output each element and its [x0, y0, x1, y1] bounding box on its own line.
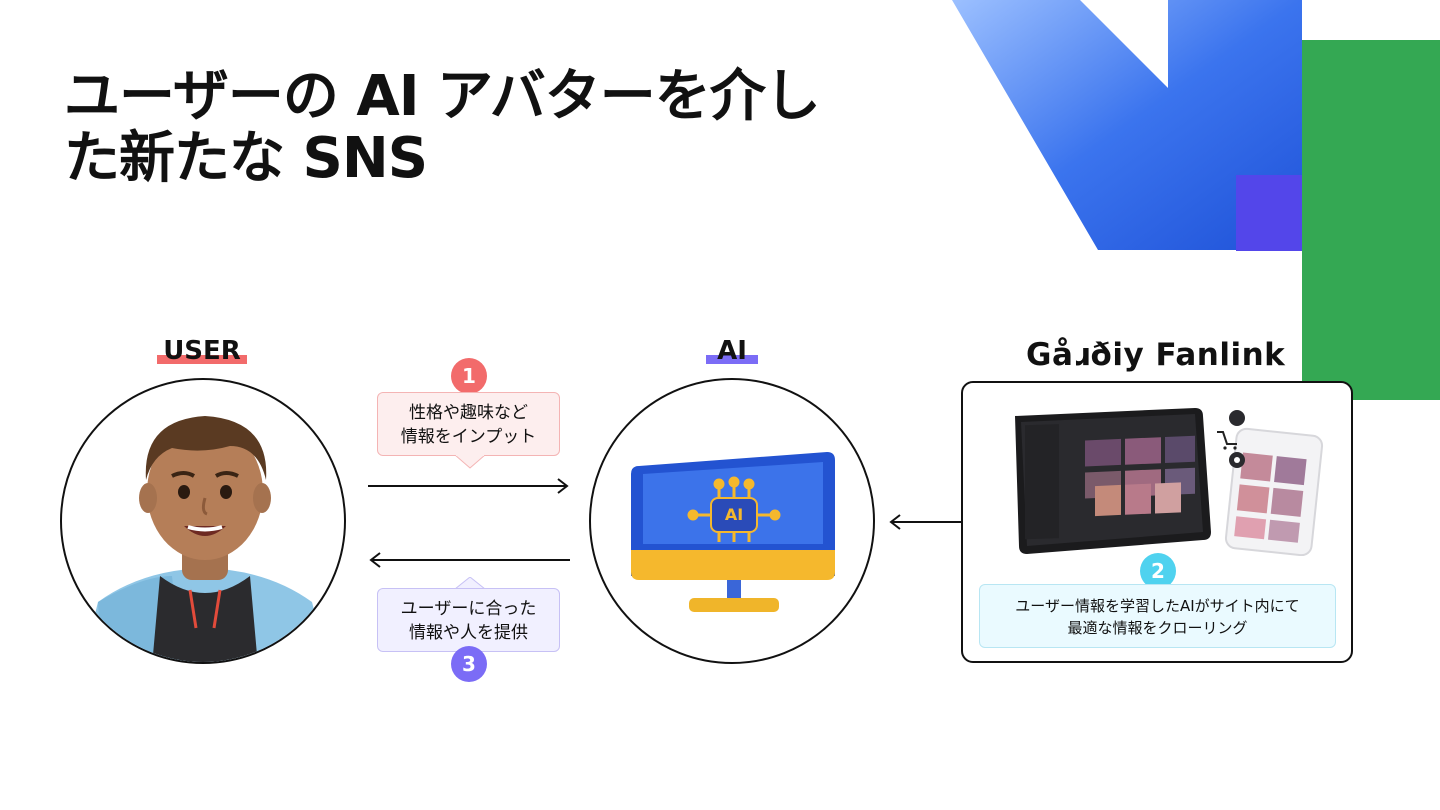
- ai-monitor-icon: [631, 452, 835, 612]
- decorative-shapes: [952, 0, 1440, 400]
- ai-chip-label: AI: [724, 505, 744, 524]
- chat-icon: [1229, 410, 1245, 426]
- step-2-badge: 2: [1140, 553, 1176, 589]
- user-label-underline: [157, 355, 247, 364]
- step-3-bubble: ユーザーに合った 情報や人を提供: [377, 588, 560, 652]
- arrow-user-to-ai: [368, 478, 569, 494]
- purple-shape: [1236, 175, 1302, 251]
- step-2-info-box: ユーザー情報を学習したAIがサイト内にて 最適な情報をクローリング: [979, 584, 1336, 648]
- step-3-badge: 3: [451, 646, 487, 682]
- arrow-ai-to-user: [369, 552, 570, 568]
- ai-label-underline: [706, 355, 758, 364]
- step-2-line-2: 最適な情報をクローリング: [1067, 619, 1248, 637]
- ai-circle: AI: [589, 378, 875, 664]
- fanlink-brand: Gåɹðiy Fanlink: [1026, 337, 1286, 373]
- step-3-line-1: ユーザーに合った: [400, 599, 537, 619]
- title-line-2: た新たな SNS: [64, 126, 428, 191]
- step-3-line-2: 情報や人を提供: [409, 623, 528, 643]
- user-label: USER: [157, 336, 247, 366]
- fanlink-devices-mockup: [1015, 408, 1324, 556]
- user-avatar: [83, 416, 327, 662]
- page-title: ユーザーの AI アバターを介し た新たな SNS: [64, 66, 944, 190]
- user-circle: [60, 378, 346, 664]
- step-1-line-1: 性格や趣味など: [409, 403, 528, 423]
- step-1-badge: 1: [451, 358, 487, 394]
- blue-shape: [952, 0, 1302, 250]
- cart-icon: [1217, 431, 1237, 445]
- step-2-line-1: ユーザー情報を学習したAIがサイト内にて: [1015, 597, 1300, 615]
- step-1-bubble-tail: [455, 455, 485, 469]
- ai-label: AI: [706, 336, 758, 366]
- step-3-bubble-tail: [455, 577, 485, 589]
- step-1-bubble: 性格や趣味など 情報をインプット: [377, 392, 560, 456]
- step-1-line-2: 情報をインプット: [400, 427, 537, 447]
- title-line-1: ユーザーの AI アバターを介し: [64, 64, 821, 129]
